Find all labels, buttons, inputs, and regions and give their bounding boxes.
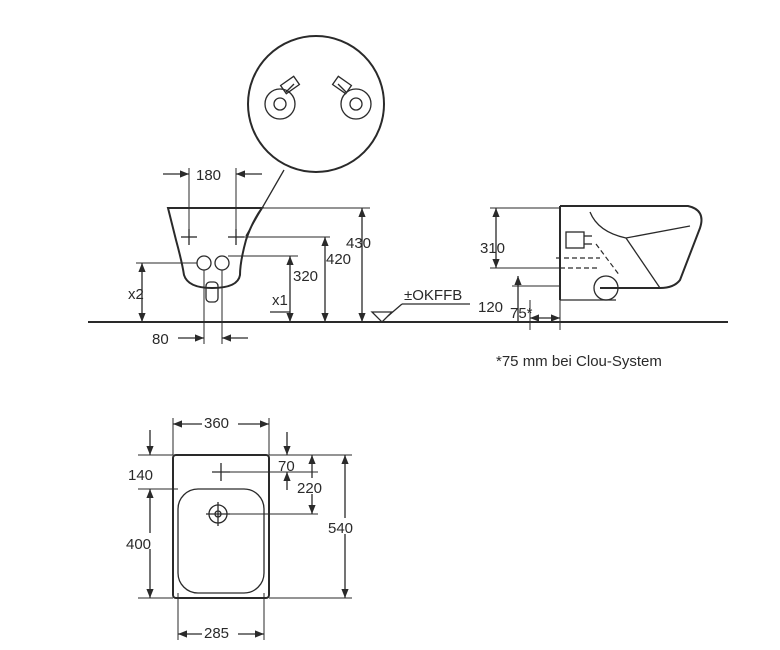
dim-430: 430	[346, 235, 371, 252]
floor-reference-label: ±OKFFB	[404, 287, 462, 304]
dim-540: 540	[328, 520, 353, 537]
right-valve-icon	[331, 75, 372, 120]
dim-80: 80	[152, 331, 169, 348]
left-valve-icon	[264, 75, 301, 120]
dim-180: 180	[196, 167, 221, 184]
side-view: 310 120 75*	[478, 205, 703, 330]
floor-reference: ±OKFFB	[370, 287, 470, 323]
dim-310: 310	[480, 240, 505, 257]
dim-220: 220	[297, 480, 322, 497]
dim-285: 285	[204, 625, 229, 642]
valve-detail-circle	[247, 35, 385, 173]
top-view: 360 285 140 400 70 220 540	[124, 412, 361, 642]
dim-x1: x1	[272, 292, 288, 309]
dim-320: 320	[293, 268, 318, 285]
dim-120: 120	[478, 299, 503, 316]
dim-420: 420	[326, 251, 351, 268]
front-view: 180 430 420 320 x1 x2 80	[128, 167, 371, 348]
dim-140: 140	[128, 467, 153, 484]
footnote: *75 mm bei Clou-System	[496, 353, 662, 370]
dim-75: 75*	[510, 305, 533, 322]
dim-x2: x2	[128, 286, 144, 303]
dim-70: 70	[278, 458, 295, 475]
dim-400: 400	[126, 536, 151, 553]
dim-360: 360	[204, 415, 229, 432]
